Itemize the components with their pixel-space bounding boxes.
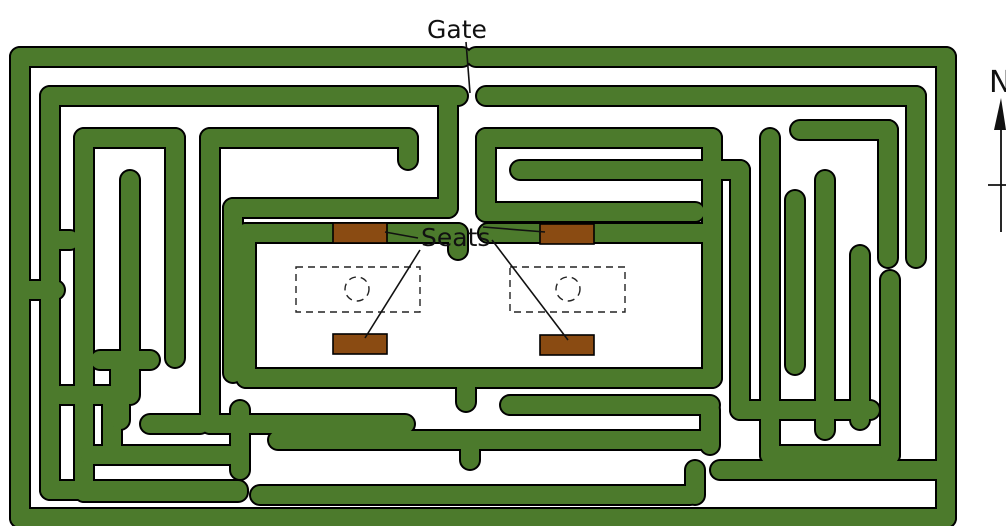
gate-leader [465,41,471,94]
seats-label: Seats [421,223,490,252]
seats-leader-nw [384,231,419,239]
north-arrow-head [994,98,1006,130]
east-feature-outline [509,266,626,313]
seats-group [332,222,595,356]
east-feature-circle [555,276,581,302]
seat-northeast [539,223,595,245]
west-feature-outline [295,266,421,313]
hedge-walls [9,46,957,526]
seats-leader-se [491,239,569,341]
seat-southeast [539,334,595,356]
west-feature-circle [344,276,370,302]
seat-southwest [332,333,388,355]
seats-leader-ne [482,226,546,233]
central-features [295,266,626,313]
gate-label: Gate [427,15,487,44]
leader-lines [364,41,569,341]
north-arrow: N [988,65,1006,232]
seats-leader-sw [364,249,421,339]
north-label: N [989,65,1006,100]
seat-northwest [332,222,388,244]
